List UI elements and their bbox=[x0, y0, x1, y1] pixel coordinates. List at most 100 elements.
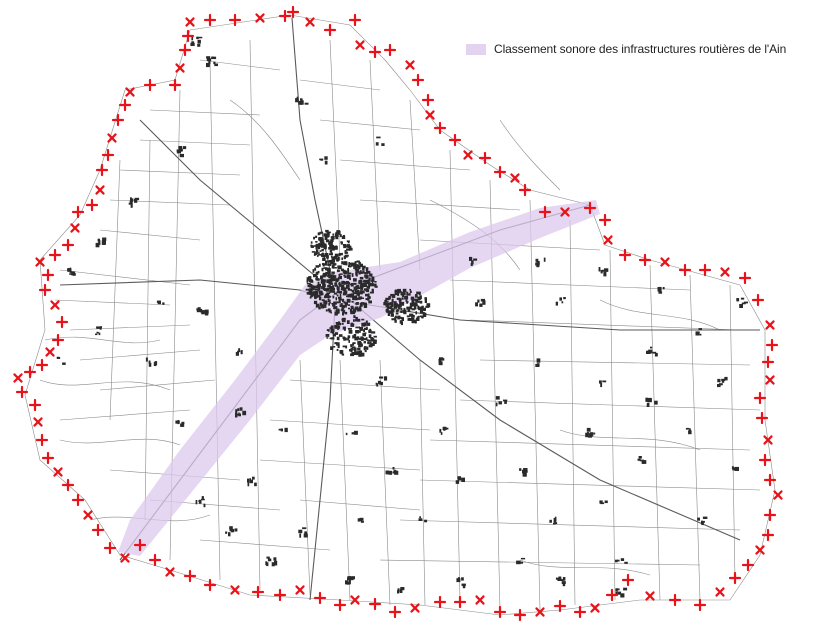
building bbox=[717, 378, 721, 383]
building bbox=[191, 36, 194, 41]
building bbox=[357, 271, 361, 273]
building bbox=[406, 301, 408, 304]
commune-boundary-markers bbox=[13, 5, 783, 622]
boundary-marker bbox=[35, 433, 49, 447]
building bbox=[343, 262, 346, 266]
building bbox=[367, 270, 371, 274]
building bbox=[335, 309, 339, 313]
building bbox=[336, 348, 339, 351]
building bbox=[372, 279, 375, 282]
building bbox=[346, 284, 350, 288]
building bbox=[325, 229, 329, 233]
building bbox=[341, 307, 344, 312]
building bbox=[332, 262, 335, 267]
building bbox=[254, 482, 257, 487]
building bbox=[348, 247, 353, 251]
building bbox=[353, 262, 356, 266]
building bbox=[359, 282, 362, 284]
building bbox=[344, 251, 349, 254]
boundary-marker bbox=[493, 605, 507, 619]
building bbox=[369, 291, 374, 294]
building bbox=[409, 313, 413, 317]
building bbox=[306, 282, 311, 285]
building bbox=[234, 528, 238, 532]
boundary-marker bbox=[61, 478, 75, 492]
building bbox=[328, 247, 333, 250]
building bbox=[337, 344, 340, 349]
building bbox=[372, 340, 377, 344]
building bbox=[358, 296, 363, 299]
building bbox=[561, 581, 566, 584]
building bbox=[310, 245, 314, 248]
building bbox=[598, 268, 601, 272]
building bbox=[351, 282, 354, 287]
building bbox=[330, 346, 334, 350]
building bbox=[348, 340, 350, 343]
building bbox=[326, 294, 330, 298]
boundary-marker bbox=[741, 558, 755, 572]
building bbox=[339, 293, 342, 298]
building bbox=[315, 246, 318, 250]
building bbox=[309, 288, 312, 292]
building bbox=[332, 333, 336, 337]
building bbox=[637, 458, 641, 461]
building bbox=[439, 428, 442, 433]
building bbox=[363, 338, 368, 341]
building bbox=[689, 428, 691, 432]
building bbox=[359, 326, 364, 330]
building bbox=[410, 317, 415, 320]
building bbox=[373, 283, 377, 287]
building bbox=[339, 273, 343, 275]
building bbox=[361, 318, 365, 321]
building bbox=[208, 60, 211, 65]
building bbox=[685, 427, 690, 430]
building bbox=[331, 246, 335, 251]
building bbox=[252, 476, 255, 480]
building bbox=[330, 242, 333, 246]
building bbox=[327, 308, 331, 312]
building bbox=[355, 330, 359, 334]
building bbox=[323, 255, 326, 259]
building bbox=[235, 413, 239, 416]
building bbox=[56, 356, 59, 359]
building bbox=[698, 328, 702, 331]
building bbox=[311, 292, 314, 296]
building bbox=[516, 560, 521, 565]
building bbox=[198, 36, 203, 39]
building bbox=[182, 146, 187, 150]
boundary-marker bbox=[425, 110, 435, 120]
building bbox=[319, 158, 324, 161]
building bbox=[328, 275, 333, 278]
building bbox=[338, 299, 341, 304]
building bbox=[330, 274, 335, 277]
building bbox=[148, 360, 151, 364]
building bbox=[238, 348, 241, 352]
building bbox=[587, 432, 589, 434]
building bbox=[329, 302, 331, 304]
building bbox=[201, 496, 204, 500]
boundary-marker bbox=[313, 591, 327, 605]
building bbox=[346, 275, 351, 279]
building bbox=[347, 328, 352, 330]
building bbox=[95, 243, 100, 248]
building bbox=[365, 293, 369, 297]
boundary-marker bbox=[433, 121, 447, 135]
building bbox=[332, 295, 335, 299]
building bbox=[315, 277, 318, 281]
building bbox=[334, 342, 337, 345]
building bbox=[343, 305, 347, 308]
boundary-marker bbox=[168, 78, 182, 92]
building bbox=[336, 342, 340, 346]
building bbox=[338, 253, 341, 257]
building bbox=[206, 58, 212, 62]
building bbox=[348, 262, 351, 266]
building bbox=[342, 312, 345, 316]
building bbox=[344, 270, 348, 275]
boundary-marker bbox=[510, 173, 520, 183]
building bbox=[350, 310, 354, 315]
building bbox=[401, 293, 405, 297]
building bbox=[495, 396, 500, 400]
building bbox=[354, 265, 358, 269]
building bbox=[326, 292, 329, 294]
